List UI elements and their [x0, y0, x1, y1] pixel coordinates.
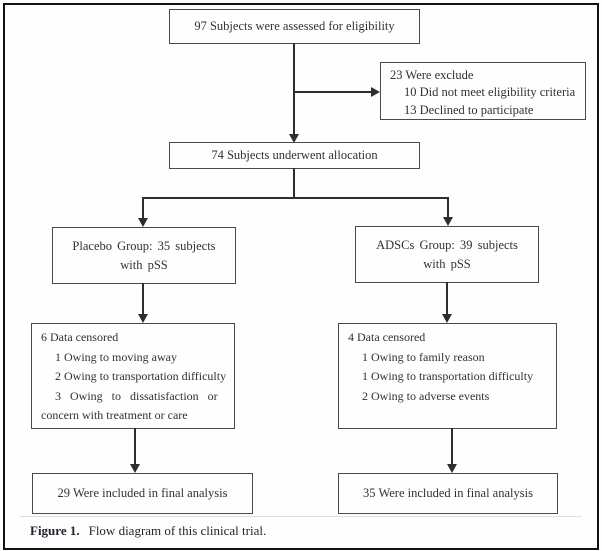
adscs-censored-item: 2 Owing to adverse events: [362, 388, 490, 403]
connector-split-horizontal: [142, 197, 448, 199]
connector-placebo-final: [134, 428, 136, 464]
placebo-final-text: 29 Were included in final analysis: [57, 486, 228, 501]
arrowhead-adscs-censored: [442, 314, 452, 323]
excluded-item: 10 Did not meet eligibility criteria: [404, 85, 576, 100]
arrowhead-allocation: [289, 134, 299, 143]
adscs-censored-item: 1 Owing to family reason: [362, 349, 485, 364]
adscs-censored-box: 4 Data censored 1 Owing to family reason…: [338, 323, 557, 429]
adscs-censored-item: 1 Owing to transportation difficulty: [362, 369, 534, 384]
placebo-group-line1: Placebo Group: 35 subjects: [72, 238, 216, 253]
connector-placebo-censored: [142, 283, 144, 314]
arrowhead-adscs-group: [443, 217, 453, 226]
arrowhead-adscs-final: [447, 464, 457, 473]
excluded-box: 23 Were exclude 10 Did not meet eligibil…: [380, 62, 586, 120]
figure-caption: Figure 1. Flow diagram of this clinical t…: [30, 523, 266, 539]
excluded-title: 23 Were exclude: [390, 68, 474, 82]
excluded-item: 13 Declined to participate: [404, 102, 534, 117]
figure-caption-text: Flow diagram of this clinical trial.: [88, 523, 267, 538]
allocation-text: 74 Subjects underwent allocation: [211, 148, 378, 163]
caption-divider-rule: [20, 516, 582, 517]
adscs-group-line1: ADSCs Group: 39 subjects: [376, 237, 518, 252]
connector-split-placebo: [142, 197, 144, 218]
placebo-censored-item: 3 Owing to dissatisfaction or: [55, 388, 218, 403]
arrowhead-placebo-censored: [138, 314, 148, 323]
placebo-group-line2: with pSS: [120, 257, 168, 272]
connector-eligibility-allocation: [293, 43, 295, 134]
connector-adscs-censored: [446, 282, 448, 314]
adscs-group-box: ADSCs Group: 39 subjects with pSS: [355, 226, 539, 283]
allocation-box: 74 Subjects underwent allocation: [169, 142, 420, 169]
placebo-censored-item: 1 Owing to moving away: [55, 349, 177, 364]
connector-adscs-final: [451, 428, 453, 464]
adscs-final-box: 35 Were included in final analysis: [338, 473, 558, 514]
placebo-censored-title: 6 Data censored: [41, 330, 119, 344]
connector-excluded-branch: [293, 91, 371, 93]
arrowhead-placebo-group: [138, 218, 148, 227]
figure-caption-label: Figure 1.: [30, 523, 80, 538]
placebo-censored-item: 2 Owing to transportation difficulty: [55, 369, 227, 384]
adscs-final-text: 35 Were included in final analysis: [363, 486, 533, 501]
placebo-group-box: Placebo Group: 35 subjects with pSS: [52, 227, 236, 284]
connector-allocation-split: [293, 168, 295, 198]
adscs-censored-title: 4 Data censored: [348, 330, 426, 344]
eligibility-text: 97 Subjects were assessed for eligibilit…: [194, 19, 395, 34]
placebo-final-box: 29 Were included in final analysis: [32, 473, 253, 514]
placebo-censored-item-continuation: concern with treatment or care: [41, 408, 188, 423]
arrowhead-placebo-final: [130, 464, 140, 473]
placebo-censored-box: 6 Data censored 1 Owing to moving away 2…: [31, 323, 235, 429]
arrowhead-excluded: [371, 87, 380, 97]
eligibility-box: 97 Subjects were assessed for eligibilit…: [169, 9, 420, 44]
adscs-group-line2: with pSS: [423, 256, 471, 271]
connector-split-adscs: [447, 197, 449, 217]
